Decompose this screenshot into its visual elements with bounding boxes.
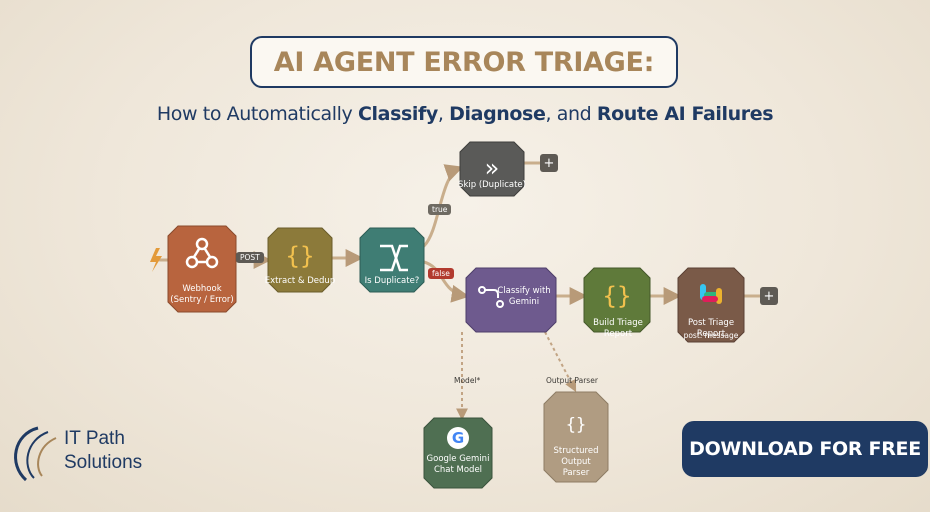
subtitle-route: Route AI Failures (596, 103, 774, 125)
title-banner: AI AGENT ERROR TRIAGE: (250, 36, 678, 88)
svg-text:G: G (452, 429, 464, 447)
edge-duplicate-true (422, 164, 464, 248)
edge-label-parser: Output Parser (546, 376, 598, 385)
skip-label: Skip (Duplicate) (458, 180, 526, 190)
end-node-post: + (760, 287, 778, 305)
edge-parser-dashed (544, 331, 577, 393)
agent-route-icon (478, 286, 504, 308)
page-title: AI AGENT ERROR TRIAGE: (273, 46, 655, 78)
edge-label-false: false (428, 268, 454, 279)
page-subtitle: How to Automatically Classify, Diagnose,… (0, 103, 930, 125)
edge-label-true: true (428, 204, 452, 215)
svg-text:+: + (544, 156, 555, 171)
subtitle-prefix: How to Automatically (156, 103, 359, 125)
extract-label: Extract & Dedup (264, 276, 336, 286)
brand-mark-icon (14, 426, 57, 482)
edge-label-post: POST (236, 252, 264, 263)
post-report-label: Post Triage Report (687, 318, 735, 339)
node-is-duplicate (359, 227, 425, 293)
parser-braces-icon: {} (566, 415, 586, 435)
brand-name-line2: Solutions (64, 452, 143, 473)
slack-icon (700, 284, 722, 304)
edge-label-model: Model* (454, 376, 481, 385)
subtitle-sep-1: , (437, 103, 450, 125)
subtitle-sep-2: , and (545, 103, 597, 125)
google-icon: G (447, 427, 469, 449)
braces-icon: {} (603, 282, 632, 310)
trigger-bolt-icon (150, 248, 162, 272)
brand-name-line1: IT Path (64, 428, 125, 449)
node-skip: » (459, 141, 525, 197)
edge-duplicate-false (422, 260, 470, 303)
node-classify (465, 267, 557, 333)
end-node-skip: + (540, 154, 558, 172)
node-build-report: {} (583, 267, 651, 333)
subtitle-diagnose: Diagnose (449, 103, 546, 125)
gemini-model-label: Google Gemini Chat Model (426, 454, 490, 475)
webhook-label: Webhook (Sentry / Error) (170, 284, 234, 305)
fast-forward-icon: » (485, 154, 500, 182)
branch-icon (380, 244, 408, 272)
subtitle-classify: Classify (358, 103, 438, 125)
braces-icon: {} (286, 242, 315, 270)
webhook-icon (185, 237, 219, 269)
is-duplicate-label: Is Duplicate? (364, 276, 420, 286)
node-gemini-model: G (423, 417, 493, 489)
build-report-label: Build Triage Report (593, 318, 643, 339)
classify-label: Classify with Gemini (497, 286, 551, 307)
node-extract: {} (267, 227, 333, 293)
svg-text:+: + (764, 289, 775, 304)
output-parser-label: Structured Output Parser (553, 446, 599, 478)
node-output-parser: {} (543, 391, 609, 483)
node-webhook (167, 225, 237, 313)
post-report-sublabel: post: message (683, 331, 739, 340)
node-post-report (677, 267, 745, 343)
download-button[interactable]: DOWNLOAD FOR FREE (682, 421, 928, 477)
brand-logo[interactable]: IT Path Solutions (4, 424, 164, 484)
